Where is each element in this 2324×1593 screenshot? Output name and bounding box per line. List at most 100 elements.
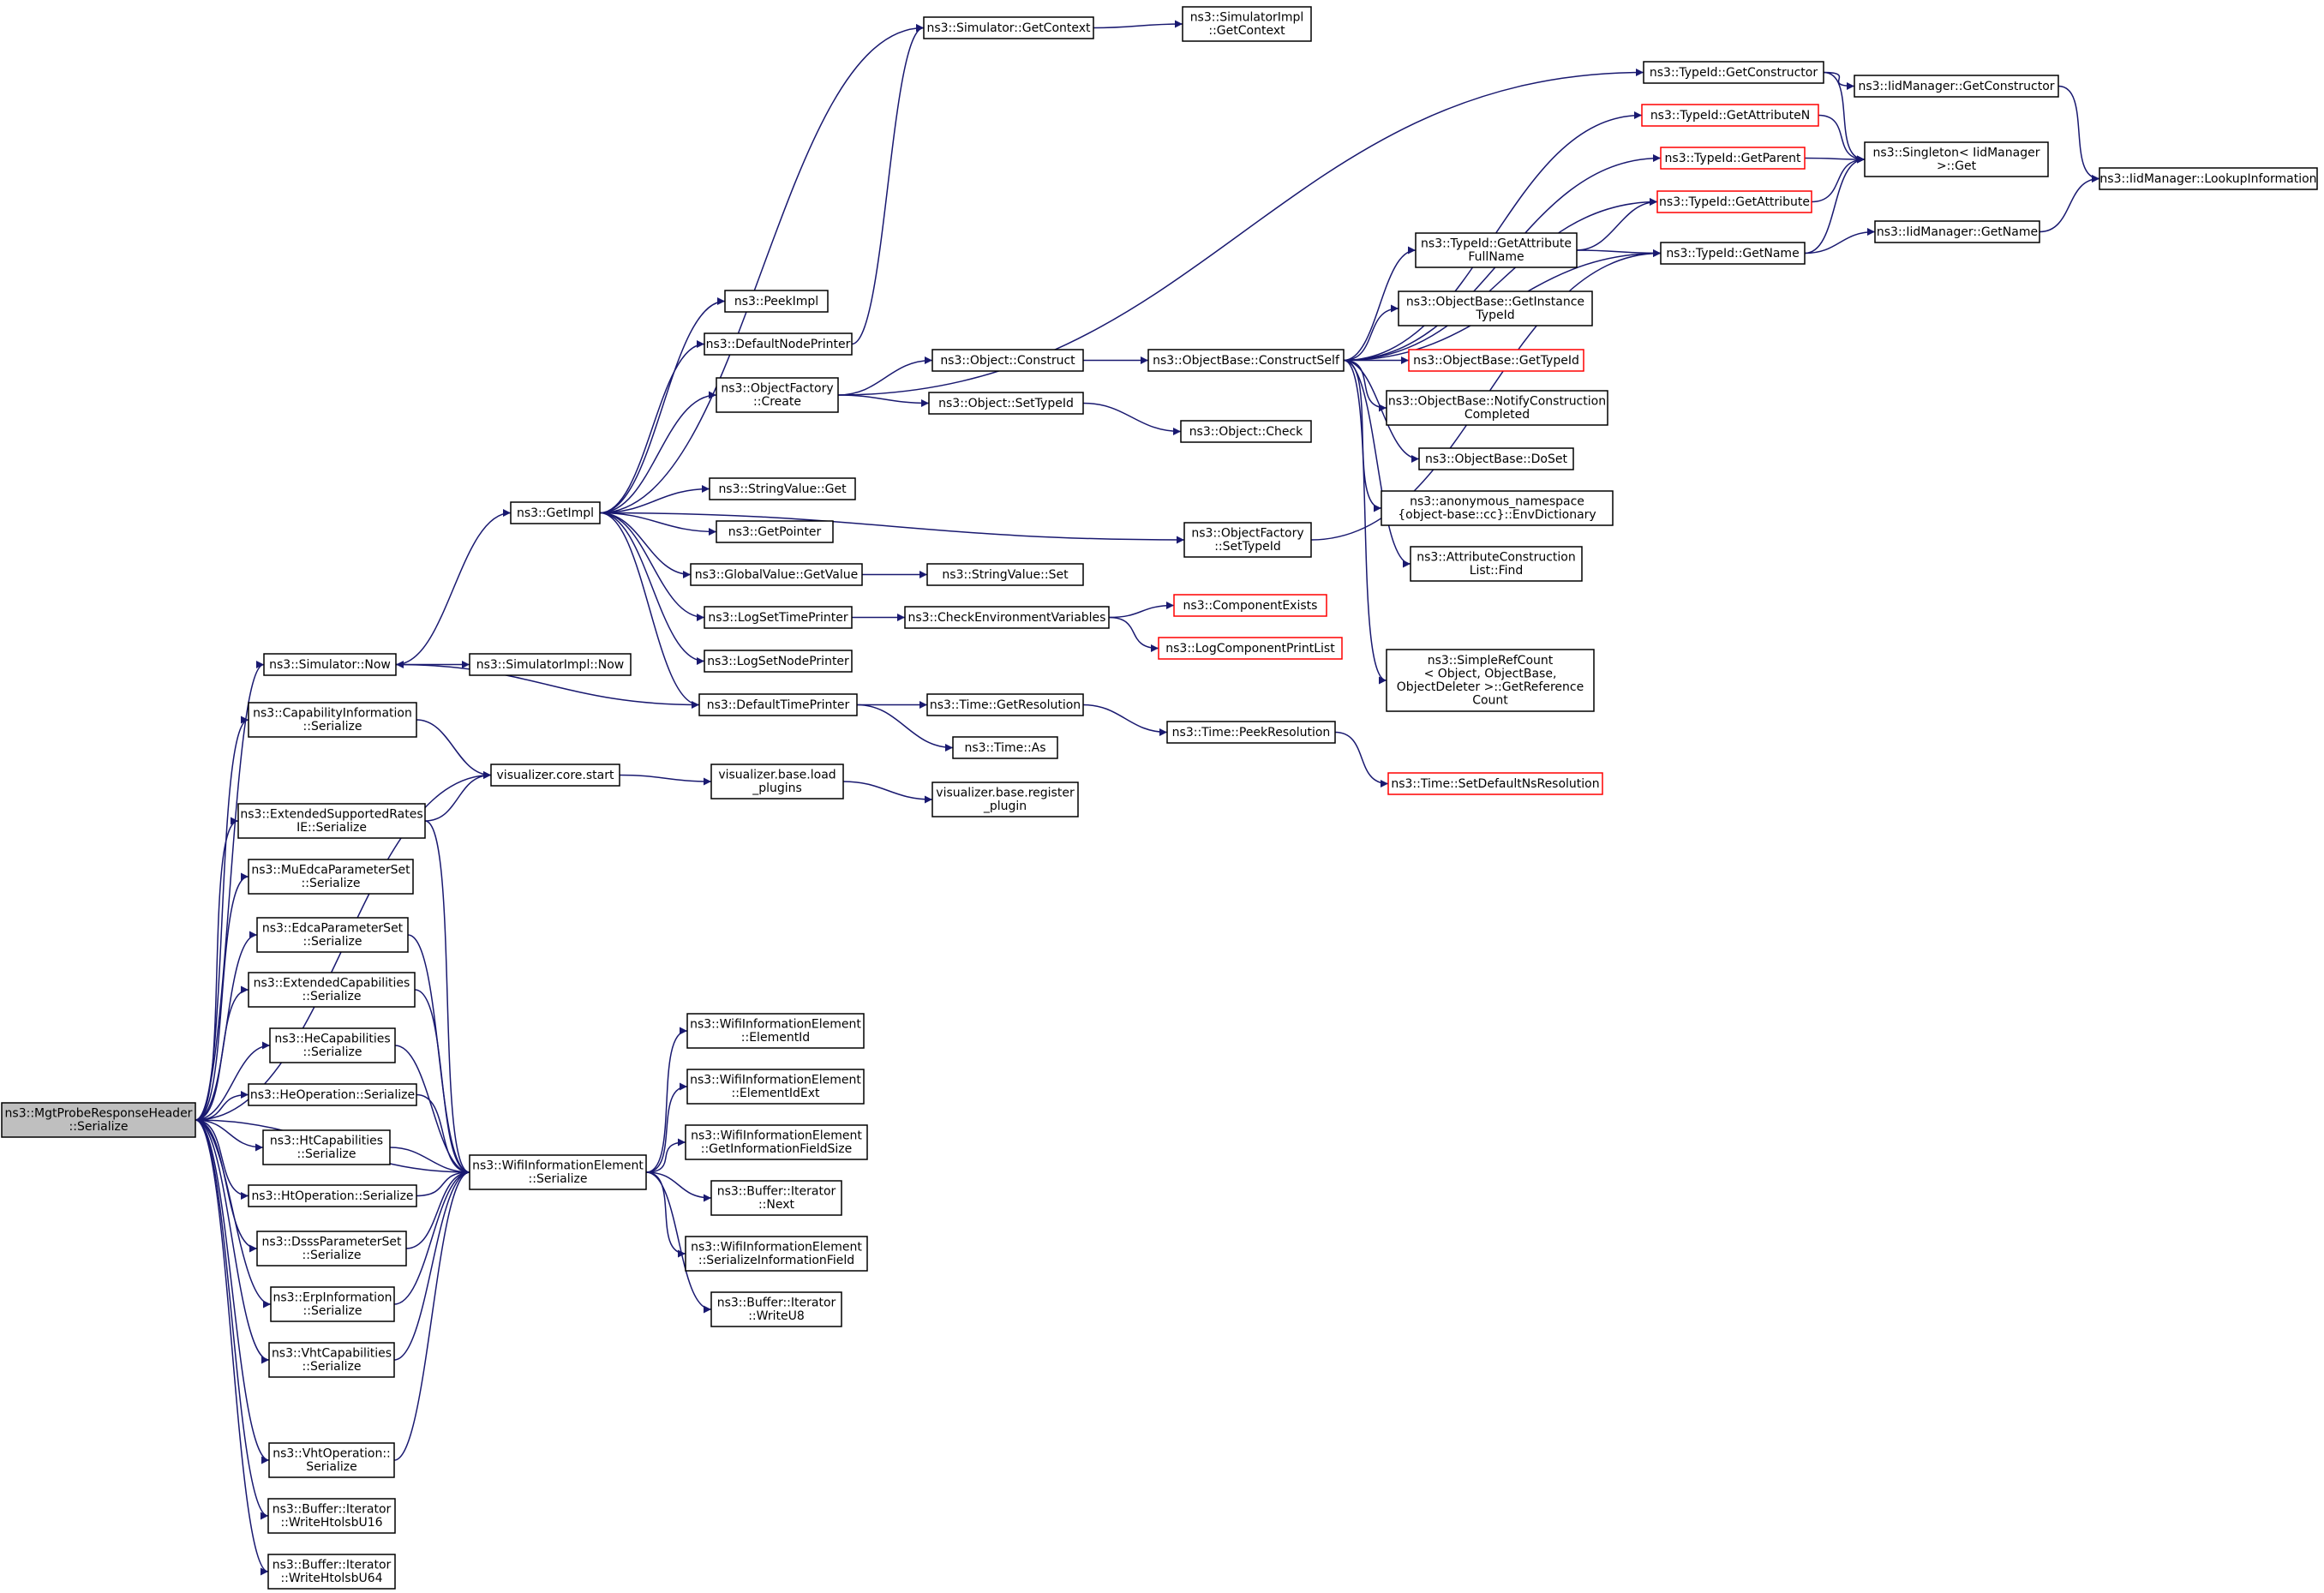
edge-getimpl-to-peekimpl: [599, 297, 726, 514]
node-simimplnow[interactable]: ns3::SimulatorImpl::Now: [469, 653, 632, 676]
node-dsss[interactable]: ns3::DsssParameterSet::Serialize: [256, 1231, 407, 1267]
node-deftimeprinter[interactable]: ns3::DefaultTimePrinter: [698, 693, 858, 716]
node-vhtop[interactable]: ns3::VhtOperation::Serialize: [268, 1442, 395, 1478]
node-box: [1, 1102, 196, 1138]
edge-erp-to-wifiser: [393, 1168, 470, 1305]
edge-tidgetname-to-iidgetname: [1804, 228, 1876, 255]
node-bufnext[interactable]: ns3::Buffer::Iterator::Next: [710, 1180, 842, 1216]
node-checkenv[interactable]: ns3::CheckEnvironmentVariables: [904, 606, 1110, 629]
node-simplerefcount[interactable]: ns3::SimpleRefCount< Object, ObjectBase,…: [1386, 649, 1595, 712]
node-peekimpl[interactable]: ns3::PeekImpl: [724, 290, 829, 313]
node-objbasenotify[interactable]: ns3::ObjectBase::NotifyConstructionCompl…: [1386, 390, 1608, 426]
node-timeas[interactable]: ns3::Time::As: [952, 736, 1058, 759]
node-defnodeprinter[interactable]: ns3::DefaultNodePrinter: [704, 332, 853, 356]
node-box: [1864, 141, 2049, 177]
node-singletonget[interactable]: ns3::Singleton< IidManager>::Get: [1864, 141, 2049, 177]
edge: [1108, 602, 1175, 619]
node-viscore[interactable]: visualizer.core.start: [490, 764, 620, 787]
node-logsetnode[interactable]: ns3::LogSetNodePrinter: [704, 650, 853, 673]
node-tidgetparent[interactable]: ns3::TypeId::GetParent: [1660, 147, 1806, 170]
node-timepeekres[interactable]: ns3::Time::PeekResolution: [1166, 721, 1336, 744]
node-capinfo[interactable]: ns3::CapabilityInformation::Serialize: [248, 702, 417, 738]
edge-visload-to-visreg: [842, 781, 933, 804]
node-wifiserfield[interactable]: ns3::WifiInformationElement::SerializeIn…: [685, 1236, 868, 1272]
node-heop[interactable]: ns3::HeOperation::Serialize: [248, 1083, 417, 1106]
edge-objbasecs-to-anonenv: [1343, 359, 1382, 512]
node-visreg[interactable]: visualizer.base.register_plugin: [931, 782, 1079, 817]
edge-root-to-htop: [195, 1119, 249, 1200]
node-vhtcap[interactable]: ns3::VhtCapabilities::Serialize: [268, 1342, 395, 1378]
node-label: ObjectDeleter >::GetReference: [1397, 680, 1584, 694]
node-logsettime[interactable]: ns3::LogSetTimePrinter: [704, 606, 853, 629]
node-objbasecs[interactable]: ns3::ObjectBase::ConstructSelf: [1147, 349, 1345, 372]
node-label: ::Create: [753, 395, 801, 409]
node-wifielemidext[interactable]: ns3::WifiInformationElement::ElementIdEx…: [686, 1069, 865, 1105]
node-simimplctx[interactable]: ns3::SimulatorImpl::GetContext: [1182, 6, 1312, 42]
node-simnow[interactable]: ns3::Simulator::Now: [263, 653, 397, 676]
edge: [599, 485, 710, 514]
node-visload[interactable]: visualizer.base.load_plugins: [710, 764, 844, 799]
node-objsettypeid[interactable]: ns3::Object::SetTypeId: [928, 392, 1084, 415]
node-timegetres[interactable]: ns3::Time::GetResolution: [926, 693, 1084, 716]
node-tidgetattr[interactable]: ns3::TypeId::GetAttribute: [1656, 190, 1812, 213]
node-hecap[interactable]: ns3::HeCapabilities::Serialize: [269, 1027, 396, 1063]
node-tidgetctor[interactable]: ns3::TypeId::GetConstructor: [1643, 61, 1824, 84]
node-wu16[interactable]: ns3::Buffer::Iterator::WriteHtolsbU16: [267, 1498, 396, 1534]
node-label: _plugins: [752, 782, 802, 795]
node-strvalset[interactable]: ns3::StringValue::Set: [926, 563, 1084, 586]
node-box: [267, 1498, 396, 1534]
node-globalget[interactable]: ns3::GlobalValue::GetValue: [690, 563, 863, 586]
node-extcap[interactable]: ns3::ExtendedCapabilities::Serialize: [248, 972, 416, 1008]
node-compexists[interactable]: ns3::ComponentExists: [1173, 594, 1327, 617]
node-htcap[interactable]: ns3::HtCapabilities::Serialize: [262, 1129, 391, 1165]
node-label: ns3::Time::SetDefaultNsResolution: [1391, 777, 1599, 791]
node-iidgetctor[interactable]: ns3::IidManager::GetConstructor: [1854, 75, 2059, 98]
edge: [856, 704, 954, 752]
node-label: ns3::HeOperation::Serialize: [250, 1088, 415, 1102]
node-wifigetsize[interactable]: ns3::WifiInformationElement::GetInformat…: [685, 1124, 868, 1160]
node-erp[interactable]: ns3::ErpInformation::Serialize: [270, 1286, 395, 1322]
edge-getimpl-to-logsettime: [599, 512, 705, 621]
node-objfactcreate[interactable]: ns3::ObjectFactory::Create: [716, 377, 839, 413]
edge: [645, 1027, 688, 1173]
node-wifiser[interactable]: ns3::WifiInformationElement::Serialize: [469, 1154, 647, 1190]
node-muedca[interactable]: ns3::MuEdcaParameterSet::Serialize: [248, 859, 414, 895]
node-objbasedoset[interactable]: ns3::ObjectBase::DoSet: [1418, 447, 1574, 470]
node-box: [1166, 721, 1336, 744]
node-box: [952, 736, 1058, 759]
node-label: ns3::LogSetNodePrinter: [707, 655, 849, 668]
node-edca[interactable]: ns3::EdcaParameterSet::Serialize: [256, 917, 409, 953]
node-bufwriteu8[interactable]: ns3::Buffer::Iterator::WriteU8: [710, 1291, 842, 1327]
node-timesetdefns[interactable]: ns3::Time::SetDefaultNsResolution: [1387, 772, 1603, 795]
node-anonenv[interactable]: ns3::anonymous_namespace{object-base::cc…: [1381, 490, 1614, 526]
node-wu64[interactable]: ns3::Buffer::Iterator::WriteHtolsbU64: [267, 1554, 396, 1590]
edge-objfactcreate-to-objconstruct: [837, 356, 933, 396]
node-label: ns3::ExtendedSupportedRates: [240, 808, 422, 822]
node-objfactsettypeid[interactable]: ns3::ObjectFactory::SetTypeId: [1183, 522, 1312, 558]
node-objcheck[interactable]: ns3::Object::Check: [1180, 420, 1312, 443]
node-root[interactable]: ns3::MgtProbeResponseHeader::Serialize: [1, 1102, 196, 1138]
node-objconstruct[interactable]: ns3::Object::Construct: [931, 349, 1084, 372]
node-label: ns3::HtCapabilities: [270, 1135, 383, 1148]
node-wifielemid[interactable]: ns3::WifiInformationElement::ElementId: [686, 1013, 865, 1049]
node-simgetctx[interactable]: ns3::Simulator::GetContext: [923, 16, 1094, 39]
node-tidgetattrn[interactable]: ns3::TypeId::GetAttributeN: [1641, 104, 1819, 127]
edge: [1823, 71, 1855, 90]
node-getimpl[interactable]: ns3::GetImpl: [510, 501, 601, 524]
node-iidgetname[interactable]: ns3::IidManager::GetName: [1874, 220, 2040, 243]
node-getpointer[interactable]: ns3::GetPointer: [716, 520, 834, 543]
node-strvalget[interactable]: ns3::StringValue::Get: [709, 477, 856, 500]
node-iidlookup[interactable]: ns3::IidManager::LookupInformation: [2099, 167, 2318, 190]
node-label: ::Serialize: [529, 1172, 588, 1186]
node-label: ns3::ObjectBase::NotifyConstruction: [1388, 395, 1606, 409]
node-htop[interactable]: ns3::HtOperation::Serialize: [248, 1184, 417, 1207]
node-label: ns3::SimpleRefCount: [1428, 654, 1554, 668]
node-tidgetname[interactable]: ns3::TypeId::GetName: [1660, 242, 1806, 265]
node-logcompprint[interactable]: ns3::LogComponentPrintList: [1158, 637, 1343, 660]
edge: [195, 1119, 249, 1200]
node-objbasegettid[interactable]: ns3::ObjectBase::GetTypeId: [1408, 349, 1584, 372]
